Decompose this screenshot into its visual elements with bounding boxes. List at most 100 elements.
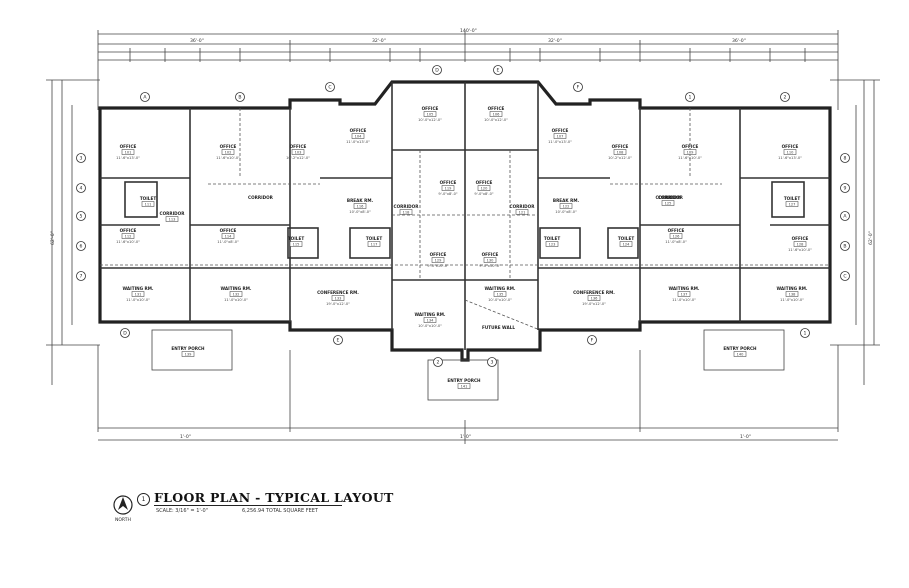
grid-bubble-label: E (337, 338, 340, 344)
room-name: OFFICE (552, 128, 569, 133)
room-name: WAITING RM. (122, 286, 153, 291)
building-exterior-wall (98, 80, 832, 362)
toilet-fixtures (124, 181, 805, 259)
room-size: 11'-0"x8'-0" (665, 240, 687, 244)
room-size: 11'-6"x13'-0" (778, 156, 802, 160)
grid-bubble-label: D (123, 331, 127, 337)
room-name: BREAK RM. (347, 198, 374, 203)
grid-bubble (120, 328, 130, 338)
room-number-box (221, 233, 235, 239)
north-label: NORTH (115, 518, 131, 523)
grid-bubble (76, 153, 86, 163)
room-number: 111 (145, 203, 152, 207)
room-size: 11'-6"x13'-0" (116, 156, 140, 160)
grid-bubble (587, 335, 597, 345)
room-size: 19'-0"x12'-0" (582, 302, 606, 306)
room-name: CORRIDOR (394, 204, 420, 209)
dim-top-mid-right: 32'-0" (548, 38, 562, 44)
room-size: 10'-0"x12'-0" (484, 118, 508, 122)
room-number-box (165, 216, 179, 222)
room-number: 131 (135, 293, 142, 297)
room-label: CORRIDOR 118 (394, 204, 420, 215)
dim-top-left: 36'-0" (190, 38, 204, 44)
room-number-box (613, 149, 627, 155)
room-name: TOILET (544, 236, 561, 241)
room-number-box (441, 185, 455, 191)
room-number-box (489, 111, 503, 117)
dim-bottom-right: 1'-0" (740, 434, 751, 440)
room-number: 113 (169, 218, 176, 222)
room-number: 140 (737, 353, 745, 357)
room-name: OFFICE (120, 228, 137, 233)
grid-bubble-label: 2 (437, 360, 440, 366)
room-number: 136 (591, 297, 599, 301)
room-number-box (331, 295, 345, 301)
room-number: 106 (493, 113, 501, 117)
room-size: 11'-0"x10'-0" (780, 298, 804, 302)
room-number: 110 (787, 151, 795, 155)
room-size: 11'-6"x10'-0" (116, 240, 140, 244)
room-number: 109 (687, 151, 695, 155)
room-name: OFFICE (682, 144, 699, 149)
grid-bubble-label: 4 (80, 186, 83, 192)
grid-bubble-label: 6 (80, 244, 83, 250)
room-name: OFFICE (612, 144, 629, 149)
room-number: 130 (487, 259, 495, 263)
grid-bubble-label: D (435, 68, 439, 74)
room-name: TOILET (618, 236, 635, 241)
room-number-box (515, 209, 529, 215)
room-number: 118 (403, 211, 411, 215)
room-name: TOILET (140, 196, 157, 201)
grid-bubble (685, 92, 695, 102)
grid-bubble-label: 1 (689, 95, 692, 101)
room-label: CORRIDOR 125 (656, 195, 681, 206)
room-name: OFFICE (430, 252, 447, 257)
corridor-label-right: CORRIDOR (658, 195, 684, 200)
grid-bubble-label: 7 (80, 274, 83, 280)
future-wall-note: FUTURE WALL (482, 325, 515, 330)
room-number-box (221, 149, 235, 155)
room-name: OFFICE (668, 228, 685, 233)
room-number: 128 (797, 243, 805, 247)
grid-bubble (840, 183, 850, 193)
room-number-box (483, 257, 497, 263)
room-number-box (477, 185, 491, 191)
room-number-box (367, 241, 381, 247)
room-number: 139 (185, 353, 193, 357)
room-size: 19'-0"x12'-0" (326, 302, 350, 306)
room-name: OFFICE (488, 106, 505, 111)
room-number: 141 (461, 385, 468, 389)
room-number: 127 (789, 203, 796, 207)
room-size: 11'-0"x8'-0" (217, 240, 239, 244)
room-name: OFFICE (792, 236, 809, 241)
room-size: 11'-6"x10'-0" (788, 248, 812, 252)
room-number: 112 (125, 235, 132, 239)
room-number-box (785, 201, 799, 207)
room-number: 126 (673, 235, 681, 239)
room-name: OFFICE (476, 180, 493, 185)
room-name: WAITING RM. (414, 312, 445, 317)
grid-bubble (433, 357, 443, 367)
grid-bubble (432, 65, 442, 75)
room-name: CORRIDOR (510, 204, 536, 209)
grid-bubble-label: F (577, 85, 580, 91)
grid-bubble (840, 211, 850, 221)
room-number: 125 (665, 202, 672, 206)
dim-side-right: 62'-0" (868, 231, 874, 245)
